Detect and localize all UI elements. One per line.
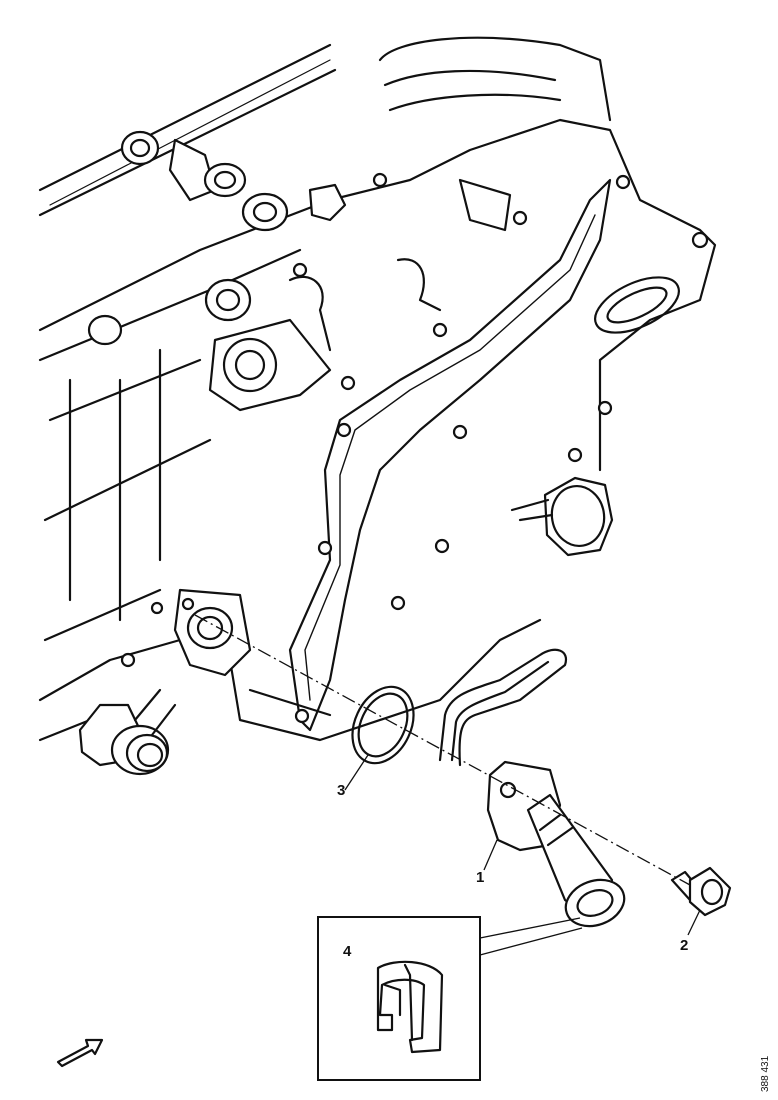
- flange-bolt: [670, 866, 732, 917]
- coolant-pipe: [438, 648, 626, 928]
- document-reference: 388 431: [760, 1055, 771, 1092]
- callout-1: 1: [476, 869, 484, 886]
- retaining-clip: [376, 960, 444, 1054]
- leader-lines: [344, 754, 701, 971]
- callout-2: 2: [680, 937, 688, 954]
- gasket-ring: [351, 685, 415, 765]
- engine-block: [38, 36, 717, 776]
- callout-3: 3: [337, 782, 345, 799]
- assembly-centerline: [194, 614, 691, 886]
- detail-inset: [317, 916, 481, 1081]
- direction-arrow-icon: [56, 1038, 104, 1068]
- callout-4: 4: [343, 943, 352, 960]
